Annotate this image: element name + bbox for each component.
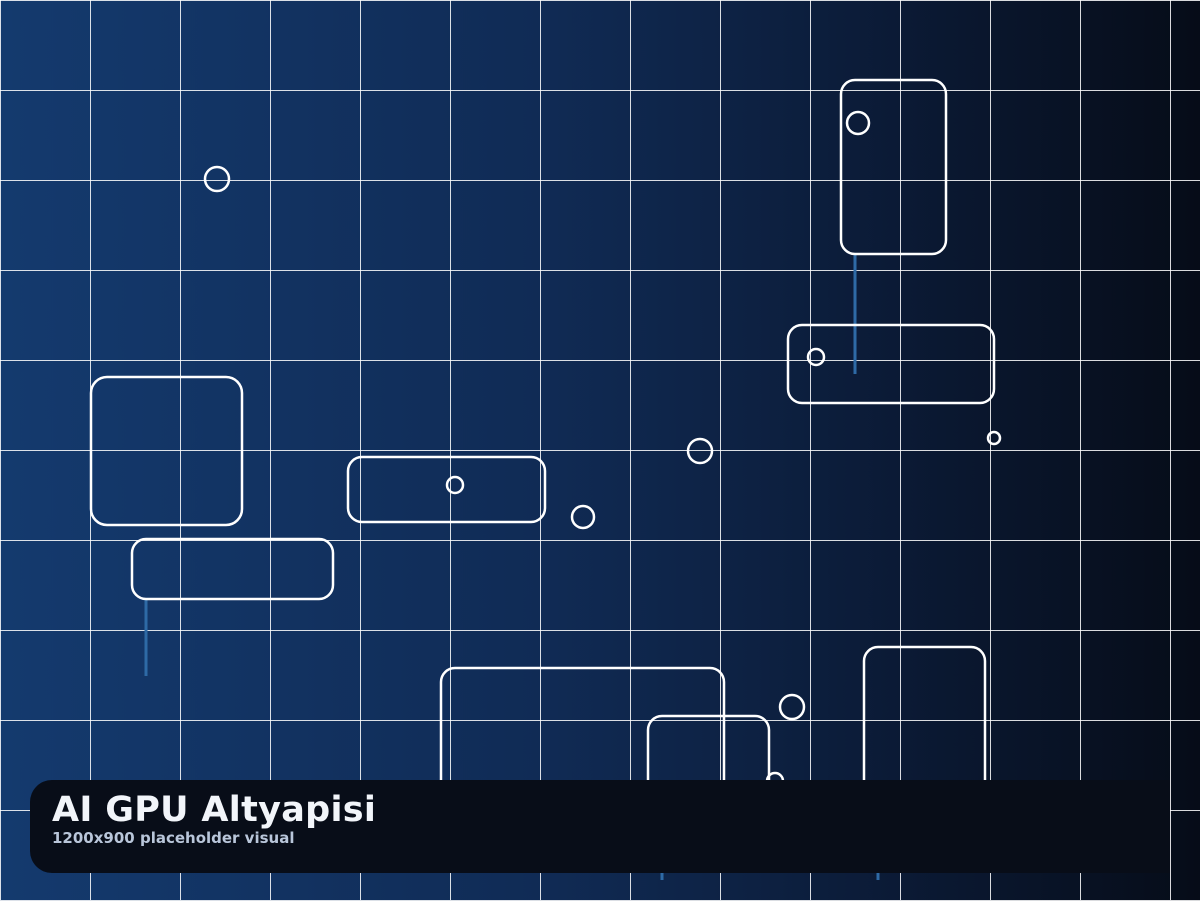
node-box [786, 323, 996, 405]
caption-panel: AI GPU Altyapisi 1200x900 placeholder vi… [30, 780, 1170, 873]
node-circle [806, 347, 826, 367]
node-box [346, 455, 547, 524]
grid-line-horizontal [0, 540, 1200, 541]
grid-line-horizontal [0, 360, 1200, 361]
node-circle [570, 504, 596, 530]
node-circle [686, 437, 714, 465]
node-box [839, 78, 948, 256]
grid-line-horizontal [0, 630, 1200, 631]
node-box [89, 375, 244, 527]
grid-line-horizontal [0, 0, 1200, 1]
caption-title: AI GPU Altyapisi [52, 790, 377, 830]
node-circle [986, 430, 1002, 446]
node-circle [203, 165, 231, 193]
grid-line-horizontal [0, 180, 1200, 181]
caption-subtitle: 1200x900 placeholder visual [52, 829, 295, 847]
node-circle [778, 693, 806, 721]
grid-line-horizontal [0, 270, 1200, 271]
grid-line-horizontal [0, 720, 1200, 721]
grid-line-horizontal [0, 450, 1200, 451]
node-circle [445, 475, 465, 495]
node-box [130, 537, 335, 601]
node-circle [845, 110, 871, 136]
grid-line-horizontal [0, 90, 1200, 91]
